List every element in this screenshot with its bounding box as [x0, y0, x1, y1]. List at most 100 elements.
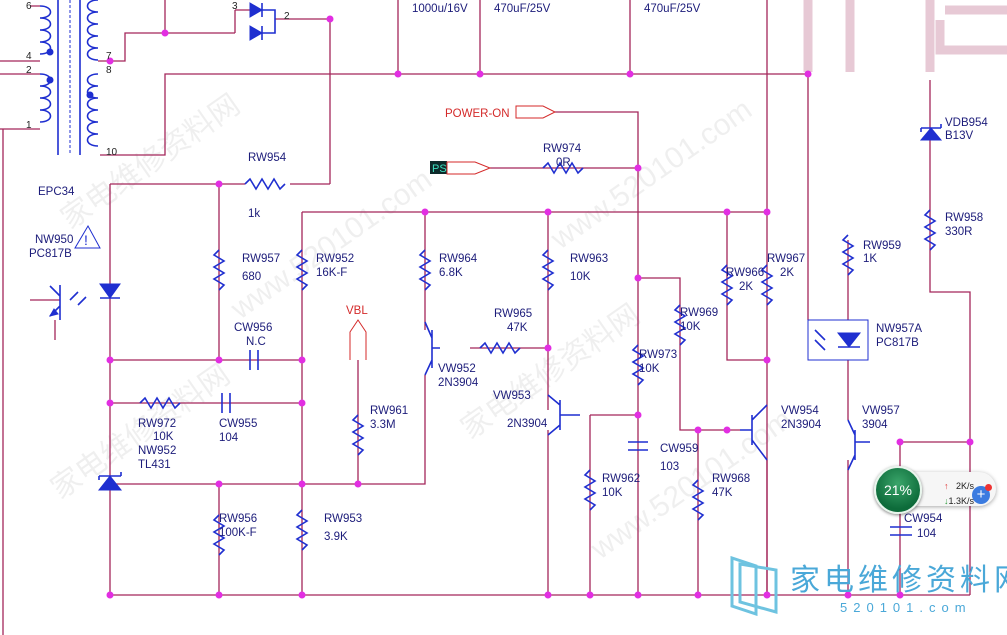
svg-text:10K: 10K	[153, 431, 174, 443]
svg-text:RW958: RW958	[945, 212, 983, 224]
rw972	[139, 396, 181, 410]
site-logo: 家电维修资料网 520101.com	[730, 556, 1007, 616]
svg-text:10K: 10K	[602, 487, 623, 499]
svg-text:3.3M: 3.3M	[370, 419, 396, 431]
svg-text:TL431: TL431	[138, 459, 171, 471]
svg-text:10K: 10K	[570, 271, 591, 283]
faded-region	[803, 0, 1007, 72]
svg-text:PC817B: PC817B	[29, 248, 72, 260]
svg-text:2: 2	[26, 65, 32, 76]
upload-rate: 2K/s	[955, 481, 974, 491]
svg-text:PC817B: PC817B	[876, 337, 919, 349]
svg-text:PS: PS	[432, 163, 447, 175]
svg-text:RW961: RW961	[370, 405, 408, 417]
svg-text:47K: 47K	[712, 487, 733, 499]
rw974	[542, 161, 584, 175]
svg-text:520101.com: 520101.com	[840, 600, 972, 615]
svg-text:7: 7	[106, 51, 112, 62]
svg-text:2N3904: 2N3904	[438, 377, 479, 389]
svg-text:0R: 0R	[556, 157, 571, 169]
rw965	[479, 341, 521, 355]
svg-text:1: 1	[26, 120, 32, 131]
svg-text:!: !	[84, 232, 88, 248]
wires	[0, 0, 971, 635]
svg-text:VW954: VW954	[781, 405, 819, 417]
svg-text:家电维修资料网: 家电维修资料网	[790, 564, 1007, 597]
svg-text:VW957: VW957	[862, 405, 900, 417]
capacitors	[221, 350, 912, 536]
port-ps[interactable]: PS	[430, 161, 492, 175]
svg-text:RW966: RW966	[726, 267, 764, 279]
svg-text:N.C: N.C	[246, 336, 266, 348]
svg-text:RW956: RW956	[219, 513, 257, 525]
svg-text:6.8K: 6.8K	[439, 267, 463, 279]
svg-text:RW974: RW974	[543, 143, 582, 155]
semiconductors: !	[48, 124, 943, 491]
resistors	[139, 161, 937, 556]
svg-text:www.520101.com: www.520101.com	[544, 93, 758, 256]
svg-text:RW952: RW952	[316, 253, 354, 265]
svg-text:RW962: RW962	[602, 473, 640, 485]
svg-text:RW954: RW954	[248, 152, 287, 164]
cap-label: 470uF/25V	[644, 3, 701, 15]
svg-text:2N3904: 2N3904	[507, 418, 548, 430]
svg-text:330R: 330R	[945, 226, 973, 238]
svg-text:6: 6	[26, 1, 32, 12]
svg-text:NW950: NW950	[35, 234, 73, 246]
dual-diode: 3 2	[232, 1, 290, 41]
svg-text:RW972: RW972	[138, 418, 176, 430]
svg-text:VW953: VW953	[493, 390, 531, 402]
svg-text:家电维修资料网: 家电维修资料网	[455, 298, 646, 445]
svg-text:8: 8	[106, 65, 112, 76]
download-rate: 1.3K/s	[948, 496, 974, 506]
port-power-on[interactable]: POWER-ON	[445, 105, 557, 120]
svg-text:RW959: RW959	[863, 240, 901, 252]
svg-text:2: 2	[284, 11, 290, 22]
svg-text:VDB954: VDB954	[945, 117, 988, 129]
svg-text:16K-F: 16K-F	[316, 267, 347, 279]
svg-text:NW957A: NW957A	[876, 323, 922, 335]
svg-text:RW953: RW953	[324, 513, 362, 525]
plus-icon[interactable]: +	[972, 486, 990, 504]
svg-text:47K: 47K	[507, 322, 528, 334]
transistors	[424, 321, 870, 471]
svg-text:103: 103	[660, 461, 679, 473]
port-vbl[interactable]: VBL	[346, 305, 368, 360]
svg-text:3: 3	[232, 1, 238, 12]
svg-text:VW952: VW952	[438, 363, 476, 375]
svg-text:3904: 3904	[862, 419, 888, 431]
svg-text:B13V: B13V	[945, 130, 973, 142]
svg-text:VBL: VBL	[346, 305, 368, 317]
network-speed-widget[interactable]: ↑ ↓ 2K/s 1.3K/s + 21%	[872, 466, 1000, 514]
svg-text:2K: 2K	[780, 267, 794, 279]
svg-text:RW963: RW963	[570, 253, 608, 265]
svg-text:100K-F: 100K-F	[219, 527, 257, 539]
svg-text:3.9K: 3.9K	[324, 531, 348, 543]
arrow-down-icon: ↓	[944, 496, 949, 506]
svg-text:RW957: RW957	[242, 253, 280, 265]
svg-text:RW969: RW969	[680, 307, 718, 319]
cap-label: 470uF/25V	[494, 3, 551, 15]
svg-text:EPC34: EPC34	[38, 186, 75, 198]
transformer-epc34: 6 4 2 1 7 8 10 EPC34	[26, 0, 118, 198]
svg-text:家电维修资料网: 家电维修资料网	[55, 88, 246, 235]
svg-text:RW973: RW973	[639, 349, 677, 361]
svg-text:10: 10	[106, 147, 118, 158]
cap-label: 1000u/16V	[412, 3, 468, 15]
svg-text:1K: 1K	[863, 253, 877, 265]
svg-text:CW956: CW956	[234, 322, 272, 334]
rw954	[244, 177, 286, 191]
svg-text:RW964: RW964	[439, 253, 478, 265]
svg-text:2N3904: 2N3904	[781, 419, 822, 431]
svg-text:680: 680	[242, 271, 261, 283]
svg-text:4: 4	[26, 51, 32, 62]
svg-text:RW965: RW965	[494, 308, 532, 320]
svg-text:10K: 10K	[680, 321, 701, 333]
svg-text:RW967: RW967	[767, 253, 805, 265]
svg-text:2K: 2K	[739, 281, 753, 293]
svg-text:104: 104	[917, 528, 937, 540]
arrow-up-icon: ↑	[944, 481, 949, 491]
memory-percent-ball[interactable]: 21%	[874, 466, 922, 514]
